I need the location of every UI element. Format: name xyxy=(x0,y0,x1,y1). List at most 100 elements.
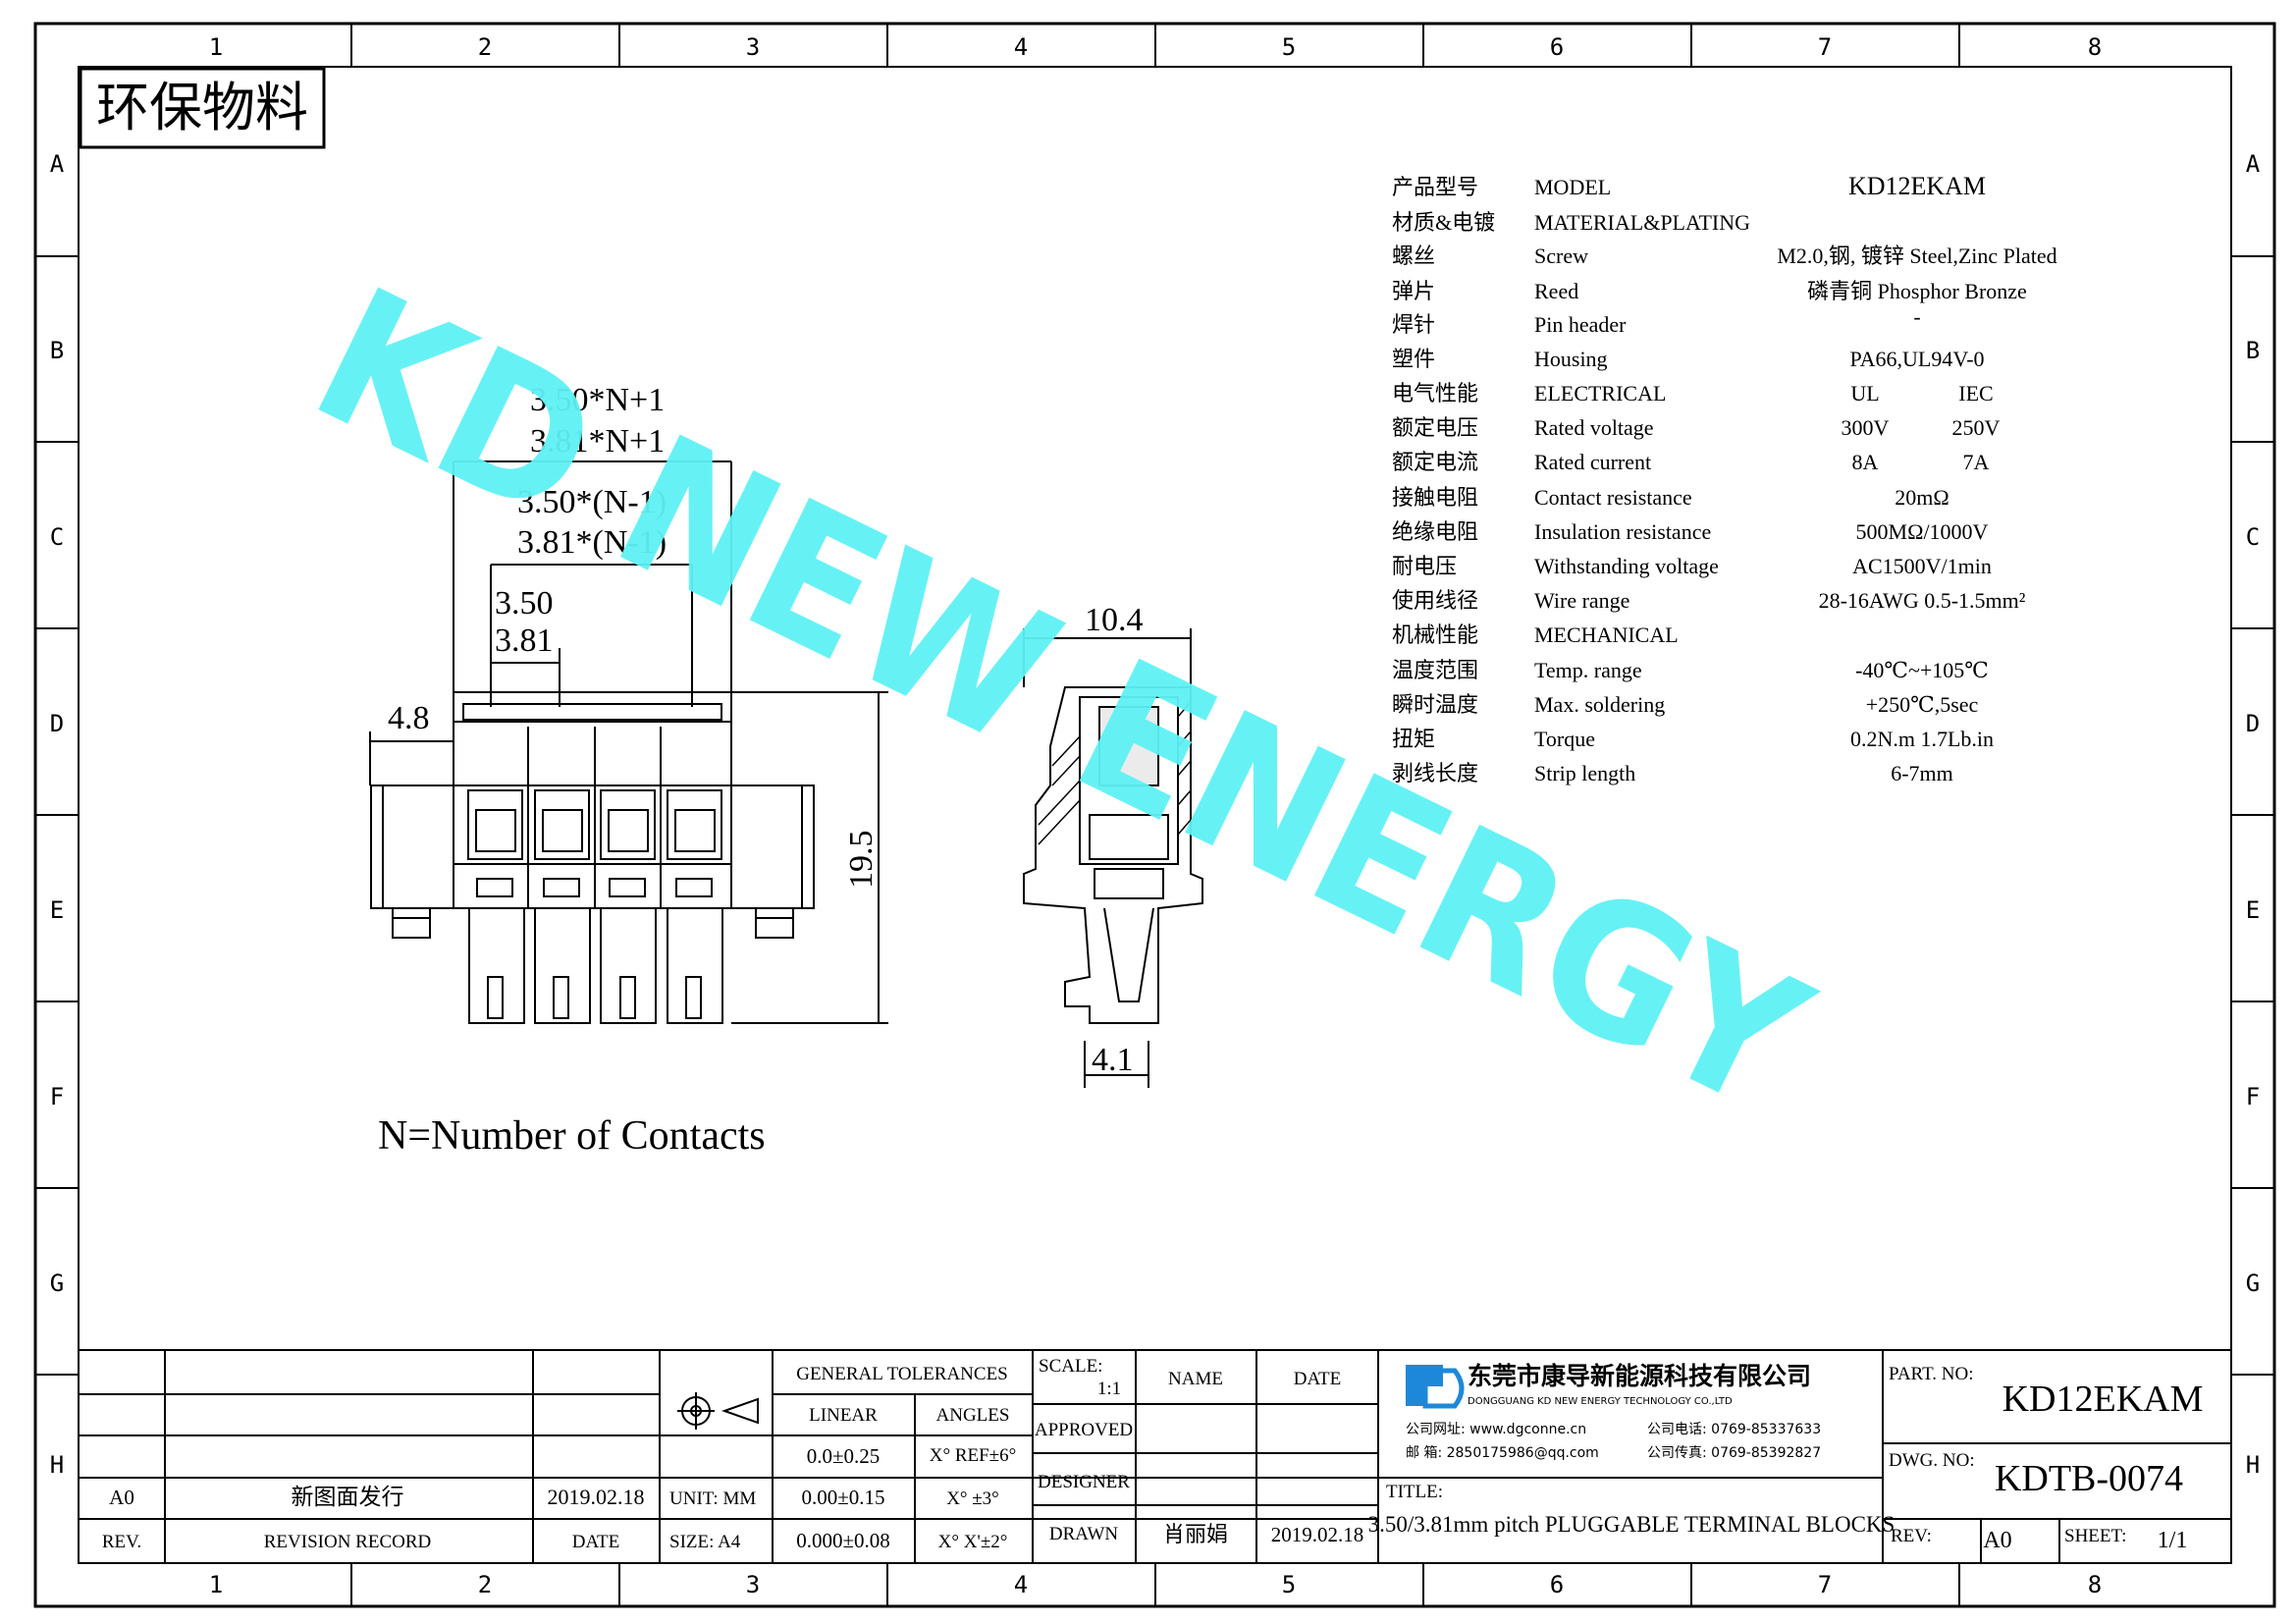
linear-label: LINEAR xyxy=(809,1405,878,1426)
rev-record-text: 新图面发行 xyxy=(292,1485,404,1509)
drawing-title: 3.50/3.81mm pitch PLUGGABLE TERMINAL BLO… xyxy=(1368,1512,1896,1537)
svg-text:Torque: Torque xyxy=(1534,727,1595,751)
drawn-label: DRAWN xyxy=(1049,1524,1119,1544)
svg-text:温度范围: 温度范围 xyxy=(1392,658,1478,682)
svg-text:耐电压: 耐电压 xyxy=(1392,554,1457,578)
col-7-bottom: 7 xyxy=(1818,1571,1832,1598)
unit-label: UNIT: MM xyxy=(669,1488,756,1509)
row-b-right: B xyxy=(2246,337,2260,364)
dim-10-4: 10.4 xyxy=(1085,602,1144,638)
date-label: DATE xyxy=(572,1532,620,1552)
svg-text:MATERIAL&PLATING: MATERIAL&PLATING xyxy=(1534,210,1750,235)
col-1-top: 1 xyxy=(209,33,223,61)
row-c-left: C xyxy=(50,523,64,551)
company-email: 邮 箱: 2850175986@qq.com xyxy=(1406,1445,1599,1461)
col-5-top: 5 xyxy=(1282,33,1296,61)
svg-text:500MΩ/1000V: 500MΩ/1000V xyxy=(1856,519,1989,544)
svg-text:6-7mm: 6-7mm xyxy=(1891,761,1953,785)
row-d-left: D xyxy=(50,710,64,737)
svg-text:Contact resistance: Contact resistance xyxy=(1534,485,1692,510)
svg-text:ELECTRICAL: ELECTRICAL xyxy=(1534,381,1666,406)
svg-text:PA66,UL94V-0: PA66,UL94V-0 xyxy=(1849,347,1984,371)
col-8-bottom: 8 xyxy=(2088,1571,2102,1598)
svg-text:7A: 7A xyxy=(1963,450,1990,474)
svg-text:Wire range: Wire range xyxy=(1534,588,1629,613)
row-e-right: E xyxy=(2246,896,2260,924)
linear-tol-2: 0.00±0.15 xyxy=(801,1486,884,1509)
company-website: 公司网址: www.dgconne.cn xyxy=(1406,1422,1586,1437)
dim-pitch-381-n1: 3.81*N+1 xyxy=(530,423,665,460)
svg-text:20mΩ: 20mΩ xyxy=(1895,485,1949,510)
col-6-top: 6 xyxy=(1550,33,1564,61)
svg-text:焊针: 焊针 xyxy=(1392,312,1435,337)
general-tolerances: GENERAL TOLERANCES xyxy=(796,1364,1008,1384)
svg-text:Screw: Screw xyxy=(1534,243,1588,268)
dim-4-8: 4.8 xyxy=(388,700,430,736)
company-name-cn: 东莞市康导新能源科技有限公司 xyxy=(1468,1362,1811,1390)
angle-tol-1: X° REF±6° xyxy=(930,1445,1016,1466)
angle-tol-3: X° X'±2° xyxy=(938,1532,1008,1552)
svg-text:+250℃,5sec: +250℃,5sec xyxy=(1866,692,1979,717)
svg-text:Reed: Reed xyxy=(1534,279,1578,303)
svg-text:MODEL: MODEL xyxy=(1534,175,1611,199)
svg-text:8A: 8A xyxy=(1852,450,1879,474)
svg-text:产品型号: 产品型号 xyxy=(1392,175,1478,199)
svg-text:绝缘电阻: 绝缘电阻 xyxy=(1392,519,1478,544)
svg-text:剥线长度: 剥线长度 xyxy=(1392,761,1478,785)
svg-text:材质&电镀: 材质&电镀 xyxy=(1392,210,1495,235)
revision-record-label: REVISION RECORD xyxy=(264,1532,431,1552)
size-label: SIZE: A4 xyxy=(669,1532,741,1552)
sheet-value: 1/1 xyxy=(2158,1528,2188,1553)
row-f-right: F xyxy=(2246,1083,2260,1110)
drawn-name: 肖丽娟 xyxy=(1163,1522,1228,1546)
col-4-top: 4 xyxy=(1014,33,1028,61)
angle-tol-2: X° ±3° xyxy=(946,1488,999,1509)
spec-row: 材质&电镀 MATERIAL&PLATING xyxy=(1392,210,1750,235)
part-no-label: PART. NO: xyxy=(1889,1364,1974,1384)
rev2-value: A0 xyxy=(1983,1528,2011,1553)
svg-text:Rated current: Rated current xyxy=(1534,450,1651,474)
svg-text:瞬时温度: 瞬时温度 xyxy=(1392,692,1478,717)
svg-text:KD12EKAM: KD12EKAM xyxy=(1848,172,1986,200)
svg-text:Housing: Housing xyxy=(1534,347,1608,371)
svg-text:300V: 300V xyxy=(1842,415,1890,440)
svg-text:额定电流: 额定电流 xyxy=(1392,450,1478,474)
svg-text:Insulation resistance: Insulation resistance xyxy=(1534,519,1711,544)
company-fax: 公司传真: 0769-85392827 xyxy=(1647,1445,1821,1461)
dim-19-5: 19.5 xyxy=(843,831,880,890)
part-no: KD12EKAM xyxy=(2002,1379,2204,1420)
spec-row: 绝缘电阻 Insulation resistance 500MΩ/1000V xyxy=(1392,519,1989,544)
dim-pitch-350-nm1: 3.50*(N-1) xyxy=(517,484,667,520)
company-logo xyxy=(1406,1365,1465,1409)
row-b-left: B xyxy=(50,337,64,364)
eco-stamp-box xyxy=(79,67,326,149)
row-h-left: H xyxy=(50,1451,64,1479)
row-h-right: H xyxy=(2246,1451,2260,1479)
row-e-left: E xyxy=(50,896,64,924)
contacts-note: N=Number of Contacts xyxy=(378,1113,766,1159)
svg-text:额定电压: 额定电压 xyxy=(1392,415,1478,440)
date-col-label: DATE xyxy=(1294,1369,1342,1389)
dwg-no: KDTB-0074 xyxy=(1995,1458,2183,1499)
spec-row: 产品型号 MODEL KD12EKAM xyxy=(1392,172,1986,200)
spec-row: 额定电流 Rated current 8A 7A xyxy=(1392,450,1990,474)
svg-text:IEC: IEC xyxy=(1958,381,1993,406)
row-a-right: A xyxy=(2246,150,2261,178)
row-ticks xyxy=(35,255,2274,1376)
svg-text:-40℃~+105℃: -40℃~+105℃ xyxy=(1855,658,1989,682)
col-4-bottom: 4 xyxy=(1014,1571,1028,1598)
row-d-right: D xyxy=(2246,710,2260,737)
svg-text:M2.0,钢, 镀锌 Steel,Zinc Plated: M2.0,钢, 镀锌 Steel,Zinc Plated xyxy=(1777,243,2056,268)
rev2-label: REV: xyxy=(1891,1526,1932,1546)
svg-text:Withstanding voltage: Withstanding voltage xyxy=(1534,554,1719,578)
svg-text:AC1500V/1min: AC1500V/1min xyxy=(1852,554,1992,578)
